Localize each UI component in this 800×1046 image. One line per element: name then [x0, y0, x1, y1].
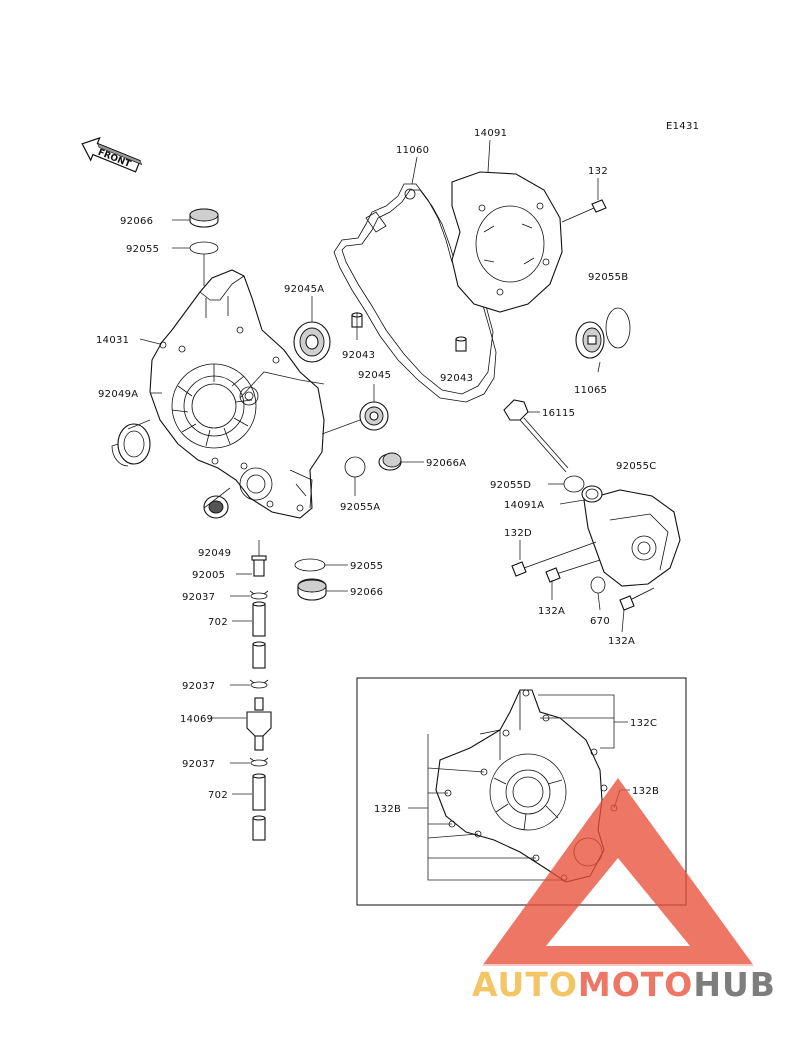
- part-oring-92055-lower: [294, 558, 326, 572]
- callout-132B-right: 132B: [632, 786, 659, 797]
- part-bearing-92045: [359, 401, 389, 431]
- callout-132C: 132C: [630, 718, 657, 729]
- callout-92045: 92045: [358, 370, 391, 381]
- callout-132A-left: 132A: [538, 606, 565, 617]
- part-oring-92055A: [344, 456, 366, 478]
- callout-92045A: 92045A: [284, 284, 324, 295]
- part-cover-14091: [451, 171, 563, 313]
- callout-16115: 16115: [542, 408, 575, 419]
- callout-92066-top: 92066: [120, 216, 153, 227]
- callout-92005: 92005: [192, 570, 225, 581]
- callout-92037-3: 92037: [182, 759, 215, 770]
- callout-92055A: 92055A: [340, 502, 380, 513]
- part-cap-11065: [575, 321, 605, 359]
- part-hose-702-2: [252, 773, 266, 841]
- callout-132B-left: 132B: [374, 804, 401, 815]
- part-nipple-92005: [251, 555, 267, 577]
- part-oring-670: [590, 576, 606, 594]
- callout-92037-1: 92037: [182, 592, 215, 603]
- callout-92049A: 92049A: [98, 389, 138, 400]
- part-oring-92055D: [563, 475, 585, 493]
- callout-92055-top: 92055: [126, 244, 159, 255]
- watermark-hub: HUB: [693, 965, 776, 1004]
- callout-11065: 11065: [574, 385, 607, 396]
- part-dipstick-16115: [503, 399, 569, 473]
- part-seal-92049: [203, 495, 229, 519]
- watermark-auto: AUTO: [472, 965, 578, 1004]
- callout-132: 132: [588, 166, 608, 177]
- callout-92037-2: 92037: [182, 681, 215, 692]
- callout-14031: 14031: [96, 335, 129, 346]
- part-clamp-92037-1: [249, 590, 269, 600]
- callout-11060: 11060: [396, 145, 429, 156]
- watermark-moto: MOTO: [578, 965, 693, 1004]
- callout-92055D: 92055D: [490, 480, 531, 491]
- svg-text:AUTOMOTOHUB: AUTOMOTOHUB: [472, 965, 776, 1004]
- part-dowel-92043-lower: [455, 336, 467, 352]
- diagram-code: E1431: [666, 121, 699, 132]
- callout-702-2: 702: [208, 790, 228, 801]
- callout-92055-lower: 92055: [350, 561, 383, 572]
- part-bolt-132: [561, 199, 607, 223]
- part-clamp-92037-3: [249, 757, 269, 767]
- part-hose-702-1: [252, 601, 266, 669]
- front-arrow-icon: FRONT: [81, 136, 143, 173]
- part-oring-92055B: [605, 307, 631, 349]
- part-cover-14091A: [581, 485, 681, 587]
- part-bolt-132D: [511, 541, 597, 577]
- part-plug-92066A: [378, 452, 402, 471]
- part-cap-92066-lower: [297, 578, 327, 601]
- callout-labels: 92066 92055 14031 92049A 92045A 92043 92…: [96, 128, 659, 815]
- callout-92066-lower: 92066: [350, 587, 383, 598]
- callout-92043-lower: 92043: [440, 373, 473, 384]
- callout-14069: 14069: [180, 714, 213, 725]
- part-breather-14069: [246, 697, 272, 751]
- watermark-logo: AUTOMOTOHUB: [470, 778, 776, 1004]
- part-clamp-92037-2: [249, 679, 269, 689]
- watermark-triangle-icon: [482, 778, 754, 966]
- callout-132A-right: 132A: [608, 636, 635, 647]
- callout-92055C: 92055C: [616, 461, 657, 472]
- part-bolt-132A-left: [545, 559, 601, 583]
- callout-92055B: 92055B: [588, 272, 628, 283]
- callout-132D: 132D: [504, 528, 532, 539]
- callout-92043-upper: 92043: [342, 350, 375, 361]
- callout-14091A: 14091A: [504, 500, 544, 511]
- part-seal-92049A: [111, 423, 151, 467]
- callout-92066A: 92066A: [426, 458, 466, 469]
- inset-box: [356, 677, 687, 906]
- part-bolt-132A-right: [619, 587, 655, 611]
- callout-14091: 14091: [474, 128, 507, 139]
- callout-702-1: 702: [208, 617, 228, 628]
- part-cap-92066-top: [189, 208, 219, 228]
- leader-lines: [127, 139, 630, 881]
- part-gasket-11060: [333, 183, 497, 403]
- callout-670: 670: [590, 616, 610, 627]
- part-bearing-92045A: [293, 321, 331, 363]
- callout-92049: 92049: [198, 548, 231, 559]
- part-oring-92055-top: [189, 241, 219, 255]
- part-crankcase-cover-14031: [149, 269, 325, 519]
